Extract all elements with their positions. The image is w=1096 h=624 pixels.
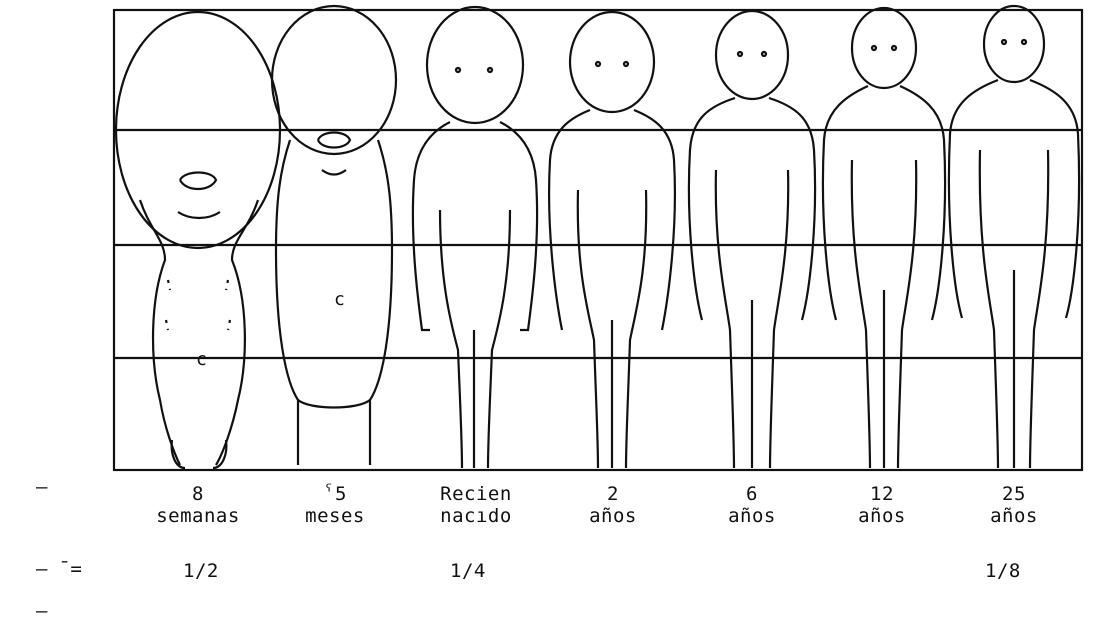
- stage-label-top: Recien: [411, 483, 541, 505]
- margin-mark-1: —: [36, 476, 47, 498]
- stage-label-bottom: años: [548, 505, 678, 527]
- ratio-half: 1/2: [183, 560, 219, 582]
- stage-label-2-anos: 2 años: [548, 483, 678, 527]
- stage-label-5-meses: ˁ5 meses: [270, 483, 400, 527]
- stage-label-bottom: años: [687, 505, 817, 527]
- frame: [114, 10, 1082, 470]
- stage-label-bottom: semanas: [133, 505, 263, 527]
- ratio-eighth: 1/8: [985, 560, 1021, 582]
- stage-label-6-anos: 6 años: [687, 483, 817, 527]
- margin-mark-2: — ˉ=: [36, 558, 82, 580]
- svg-text:c: c: [196, 349, 207, 370]
- stage-label-bottom: nacıdo: [411, 505, 541, 527]
- figure-2-anos: [549, 12, 675, 468]
- stage-label-top: 2: [548, 483, 678, 505]
- stage-label-12-anos: 12 años: [817, 483, 947, 527]
- stage-label-25-anos: 25 años: [949, 483, 1079, 527]
- figure-5-meses: c: [272, 6, 396, 465]
- figure-6-anos: [689, 11, 815, 468]
- figure-25-anos: [949, 6, 1079, 468]
- svg-text:c: c: [334, 289, 345, 310]
- ratio-quarter: 1/4: [450, 560, 486, 582]
- margin-mark-3: —: [36, 600, 47, 622]
- stage-label-top: 8: [133, 483, 263, 505]
- stage-label-bottom: meses: [270, 505, 400, 527]
- stage-label-recien-nacido: Recien nacıdo: [411, 483, 541, 527]
- figure-8-semanas: c: [116, 12, 280, 468]
- stage-label-top: 6: [687, 483, 817, 505]
- stage-label-bottom: años: [817, 505, 947, 527]
- stage-label-8-semanas: 8 semanas: [133, 483, 263, 527]
- figure-12-anos: [823, 8, 945, 468]
- figure-recien-nacido: [413, 7, 537, 468]
- stage-label-bottom: años: [949, 505, 1079, 527]
- stage-label-top: 12: [817, 483, 947, 505]
- stage-label-top: ˁ5: [270, 483, 400, 505]
- stage-label-top: 25: [949, 483, 1079, 505]
